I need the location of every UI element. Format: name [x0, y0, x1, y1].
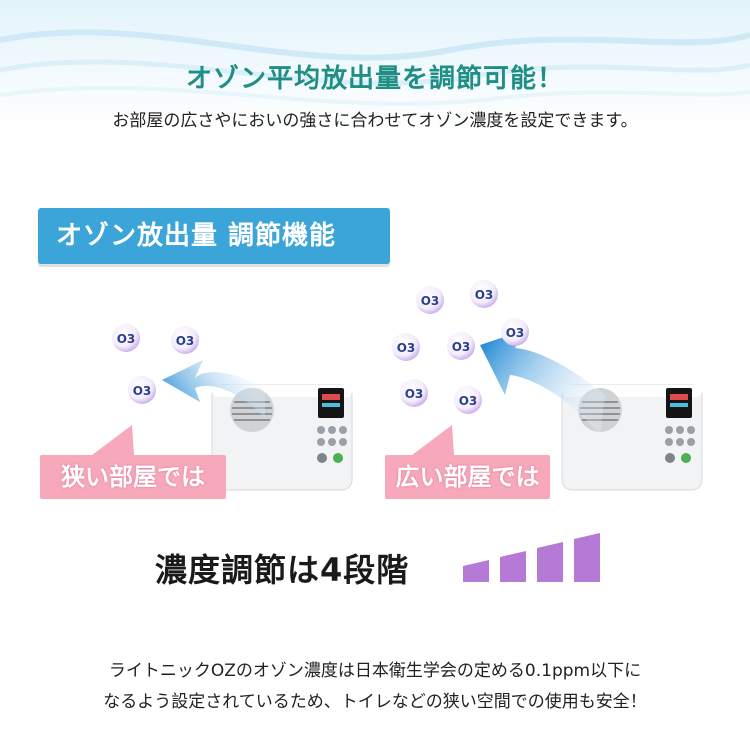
- o3-bubble-icon: O3: [447, 332, 475, 360]
- level-step-1: [463, 560, 489, 582]
- room-illustration: O3 O3 O3 O3 O3 O3 O3 O3 O3 O3: [92, 280, 703, 491]
- svg-text:O3: O3: [475, 288, 494, 302]
- svg-text:O3: O3: [405, 387, 424, 401]
- svg-text:O3: O3: [397, 341, 416, 355]
- large-room-label: 広い部屋では: [385, 455, 550, 499]
- level-step-4: [574, 533, 600, 582]
- banner-label: オゾン放出量 調節機能: [56, 221, 337, 251]
- svg-text:O3: O3: [452, 340, 471, 354]
- ozone-bubbles-left: O3 O3 O3: [112, 324, 199, 404]
- o3-bubble-icon: O3: [454, 386, 482, 414]
- airflow-arrow-left: [162, 360, 265, 418]
- svg-text:O3: O3: [459, 394, 478, 408]
- device-left: [211, 384, 353, 491]
- o3-bubble-icon: O3: [112, 324, 140, 352]
- speech-tail-left: [92, 425, 134, 455]
- footer-line-2: なるよう設定されているため、トイレなどの狭い空間での使用も安全！: [103, 692, 647, 712]
- svg-text:O3: O3: [117, 332, 136, 346]
- small-room-label: 狭い部屋では: [40, 455, 226, 499]
- ozone-adjust-banner: オゾン放出量 調節機能: [38, 208, 390, 264]
- svg-text:O3: O3: [176, 334, 195, 348]
- ozone-bubbles-right: O3 O3 O3 O3 O3 O3 O3: [392, 280, 529, 414]
- o3-bubble-icon: O3: [501, 318, 529, 346]
- concentration-level-steps: [463, 533, 600, 582]
- level-step-3: [537, 542, 563, 582]
- o3-bubble-icon: O3: [171, 326, 199, 354]
- page-subtitle: お部屋の広さやにおいの強さに合わせてオゾン濃度を設定できます。: [112, 111, 638, 131]
- svg-text:O3: O3: [421, 294, 440, 308]
- level-step-2: [500, 551, 526, 582]
- svg-text:O3: O3: [133, 384, 152, 398]
- o3-bubble-icon: O3: [470, 280, 498, 308]
- speech-tail-right: [412, 425, 454, 455]
- o3-bubble-icon: O3: [416, 286, 444, 314]
- o3-bubble-icon: O3: [128, 376, 156, 404]
- o3-bubble-icon: O3: [400, 379, 428, 407]
- page-title: オゾン平均放出量を調節可能！: [185, 64, 564, 94]
- svg-text:O3: O3: [506, 326, 525, 340]
- airflow-arrow-right: [480, 330, 605, 435]
- concentration-label: 濃度調節は4段階: [155, 551, 410, 589]
- footer-line-1: ライトニックOZのオゾン濃度は日本衛生学会の定める0.1ppm以下に: [108, 661, 642, 681]
- o3-bubble-icon: O3: [392, 333, 420, 361]
- header-wave-background: [0, 0, 750, 130]
